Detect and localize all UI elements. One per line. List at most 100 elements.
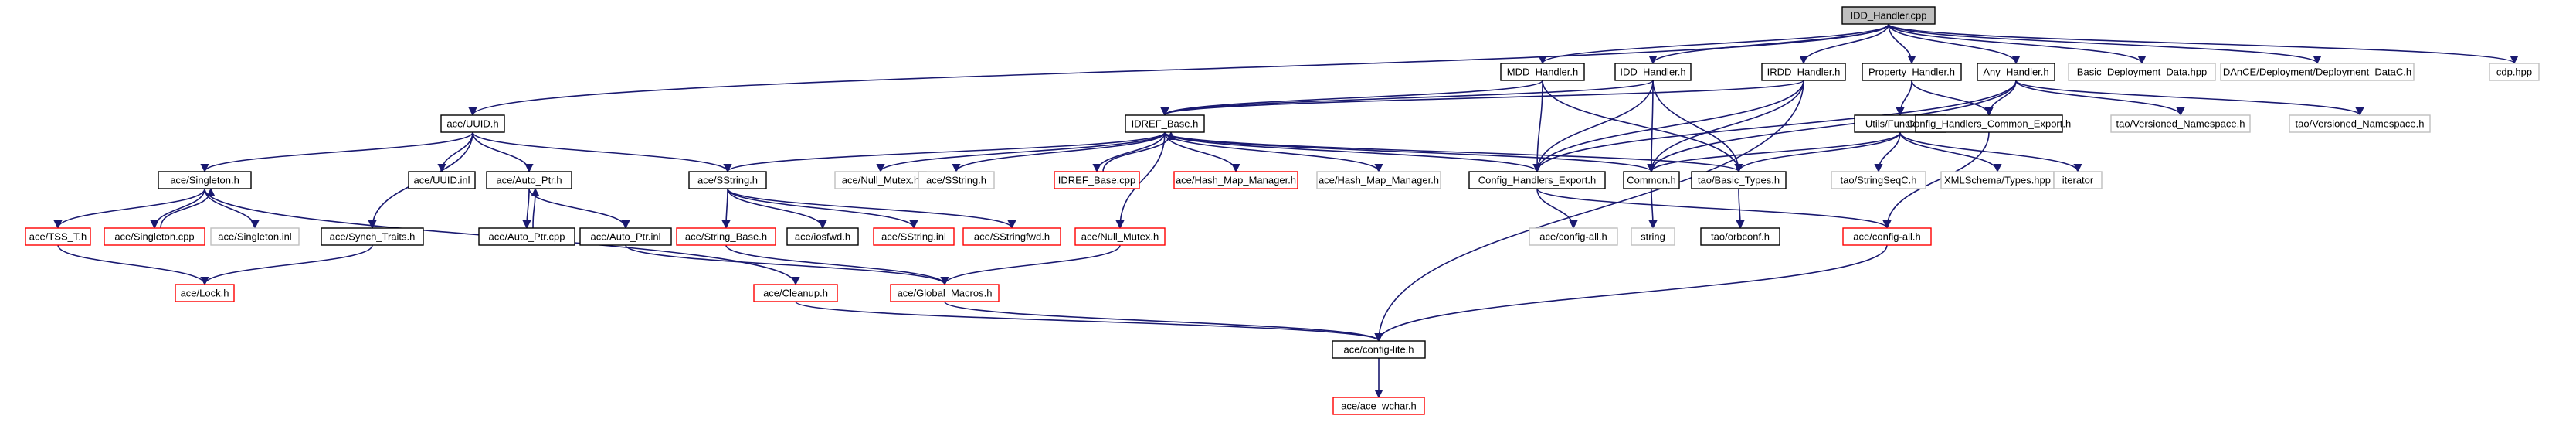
- node-box-wchar: [1332, 397, 1425, 415]
- edge-root-to-prop: [1888, 23, 1916, 65]
- node-cdp[interactable]: cdp.hpp: [2489, 63, 2540, 81]
- edge-irdd-to-configlite: [1374, 80, 1804, 343]
- node-singinl[interactable]: ace/Singleton.inl: [210, 227, 300, 246]
- node-uuidinl[interactable]: ace/UUID.inl: [408, 171, 476, 189]
- edge-idref-to-basictypes: [1164, 131, 1743, 173]
- node-orbconf[interactable]: tao/orbconf.h: [1700, 227, 1780, 246]
- node-singcpp[interactable]: ace/Singleton.cpp: [104, 227, 205, 246]
- edge-irdd-to-common: [1647, 80, 1804, 173]
- node-label-cleanup: ace/Cleanup.h: [763, 288, 828, 299]
- node-string[interactable]: string: [1631, 227, 1675, 246]
- node-iosfwd[interactable]: ace/iosfwd.h: [786, 227, 859, 246]
- node-basictypes[interactable]: tao/Basic_Types.h: [1691, 171, 1787, 189]
- node-box-sstringfwd: [962, 227, 1061, 246]
- node-box-iosfwd: [786, 227, 859, 246]
- node-box-irdd: [1761, 63, 1846, 81]
- edge-cleanup-to-configlite: [795, 301, 1383, 343]
- node-wchar[interactable]: ace/ace_wchar.h: [1332, 397, 1425, 415]
- edge-sstring-to-iosfwd: [727, 188, 827, 230]
- node-idd[interactable]: IDD_Handler.h: [1614, 63, 1692, 81]
- node-hashmap_g[interactable]: ace/Hash_Map_Manager.h: [1316, 171, 1441, 189]
- node-irdd[interactable]: IRDD_Handler.h: [1761, 63, 1846, 81]
- edge-singcpp-to-singleton: [160, 187, 216, 229]
- node-label-sstringfwd: ace/SStringfwd.h: [974, 231, 1050, 243]
- node-stringseq[interactable]: tao/StringSeqC.h: [1831, 171, 1926, 189]
- node-box-cfgall_g: [1529, 227, 1618, 246]
- node-tss[interactable]: ace/TSS_T.h: [25, 227, 91, 246]
- node-label-cdp: cdp.hpp: [2496, 66, 2532, 78]
- node-label-tvn1: tao/Versioned_Namespace.h: [2116, 118, 2245, 130]
- node-box-autoptr: [486, 171, 572, 189]
- node-nullmutex_r[interactable]: ace/Null_Mutex.h: [1074, 227, 1166, 246]
- edge-prop-to-utils: [1896, 80, 1912, 117]
- edge-idd-to-idref: [1160, 80, 1654, 117]
- node-box-idrefcpp: [1054, 171, 1140, 189]
- node-autoptr[interactable]: ace/Auto_Ptr.h: [486, 171, 572, 189]
- node-box-singleton: [158, 171, 252, 189]
- node-box-hashmap_g: [1316, 171, 1441, 189]
- node-mdd[interactable]: MDD_Handler.h: [1500, 63, 1585, 81]
- edge-idref-to-nullmutex_r: [1115, 131, 1166, 230]
- node-dance[interactable]: DAnCE/Deployment/Deployment_DataC.h: [2220, 63, 2415, 81]
- node-label-uuid: ace/UUID.h: [446, 118, 498, 130]
- edge-idd-to-basictypes: [1652, 80, 1743, 173]
- node-cfgexp[interactable]: Config_Handlers_Export.h: [1468, 171, 1606, 189]
- node-cleanup[interactable]: ace/Cleanup.h: [753, 284, 838, 302]
- node-synch[interactable]: ace/Synch_Traits.h: [321, 227, 424, 246]
- node-label-wchar: ace/ace_wchar.h: [1341, 401, 1417, 412]
- node-hashmap_r[interactable]: ace/Hash_Map_Manager.h: [1173, 171, 1298, 189]
- node-xmltypes[interactable]: XMLSchema/Types.hpp: [1940, 171, 2055, 189]
- node-root[interactable]: IDD_Handler.cpp: [1841, 6, 1936, 25]
- edge-idref-to-idrefcpp: [1092, 131, 1166, 173]
- node-singleton[interactable]: ace/Singleton.h: [158, 171, 252, 189]
- node-prop[interactable]: Property_Handler.h: [1862, 63, 1962, 81]
- node-label-configlite: ace/config-lite.h: [1343, 344, 1414, 356]
- node-box-tvn1: [2110, 114, 2251, 133]
- node-autoptrcpp[interactable]: ace/Auto_Ptr.cpp: [478, 227, 575, 246]
- node-tvn1[interactable]: tao/Versioned_Namespace.h: [2110, 114, 2251, 133]
- node-tvn2[interactable]: tao/Versioned_Namespace.h: [2289, 114, 2431, 133]
- edge-any-to-cfgexp: [1532, 80, 2017, 173]
- edge-cfgexp-to-cfgall_g: [1536, 188, 1578, 230]
- edge-utils-to-common: [1647, 131, 1901, 173]
- node-common[interactable]: Common.h: [1623, 171, 1680, 189]
- edge-utils-to-stringseq: [1874, 131, 1901, 173]
- node-cfgall_r[interactable]: ace/config-all.h: [1842, 227, 1932, 246]
- node-autoptrinl[interactable]: ace/Auto_Ptr.inl: [579, 227, 672, 246]
- node-label-synch: ace/Synch_Traits.h: [330, 231, 416, 243]
- node-box-root: [1841, 6, 1936, 25]
- node-cfgall_g[interactable]: ace/config-all.h: [1529, 227, 1618, 246]
- node-idref[interactable]: IDREF_Base.h: [1125, 114, 1205, 133]
- node-label-singleton: ace/Singleton.h: [170, 175, 239, 186]
- node-nullmutex_g[interactable]: ace/Null_Mutex.h: [834, 171, 927, 189]
- node-label-idref: IDREF_Base.h: [1132, 118, 1199, 130]
- edge-strbase-to-globalmacros: [725, 244, 949, 286]
- node-sstring_g[interactable]: ace/SString.h: [918, 171, 995, 189]
- node-strbase[interactable]: ace/String_Base.h: [676, 227, 776, 246]
- node-box-singinl: [210, 227, 300, 246]
- node-lock[interactable]: ace/Lock.h: [175, 284, 235, 302]
- node-any[interactable]: Any_Handler.h: [1977, 63, 2055, 81]
- node-label-hashmap_g: ace/Hash_Map_Manager.h: [1319, 175, 1439, 186]
- node-label-cfgcommon: Config_Handlers_Common_Export.h: [1907, 118, 2071, 130]
- node-iterator[interactable]: iterator: [2053, 171, 2103, 189]
- node-sstring[interactable]: ace/SString.h: [688, 171, 767, 189]
- node-globalmacros[interactable]: ace/Global_Macros.h: [890, 284, 1000, 302]
- node-configlite[interactable]: ace/config-lite.h: [1332, 340, 1426, 359]
- node-label-mdd: MDD_Handler.h: [1507, 66, 1579, 78]
- edge-root-to-any: [1888, 23, 2021, 65]
- edge-tss-to-lock: [57, 244, 209, 286]
- node-sstringinl[interactable]: ace/SString.inl: [873, 227, 955, 246]
- node-bdd[interactable]: Basic_Deployment_Data.hpp: [2068, 63, 2216, 81]
- node-label-string: string: [1641, 231, 1665, 243]
- node-label-any: Any_Handler.h: [1983, 66, 2048, 78]
- edge-root-to-cdp: [1888, 23, 2519, 65]
- node-uuid[interactable]: ace/UUID.h: [440, 114, 505, 133]
- node-sstringfwd[interactable]: ace/SStringfwd.h: [962, 227, 1061, 246]
- node-box-sstringinl: [873, 227, 955, 246]
- edge-utils-to-iterator: [1899, 131, 2082, 173]
- node-cfgcommon[interactable]: Config_Handlers_Common_Export.h: [1907, 114, 2071, 133]
- edge-singleton-to-tss: [53, 188, 205, 230]
- node-idrefcpp[interactable]: IDREF_Base.cpp: [1054, 171, 1140, 189]
